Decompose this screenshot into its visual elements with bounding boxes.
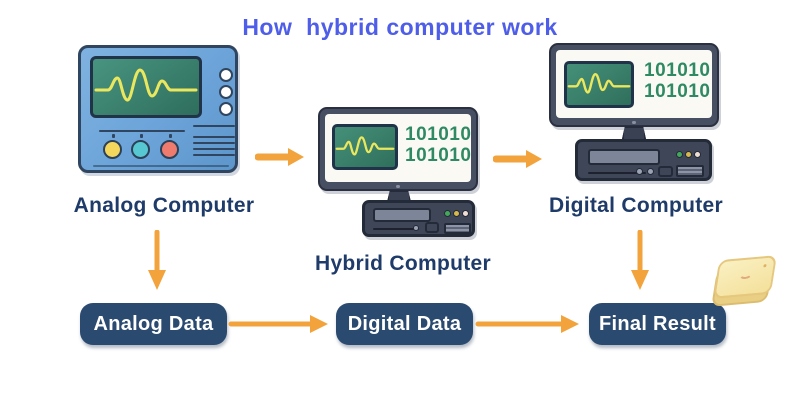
digital-monitor-screen: 101010 101010 <box>556 50 712 118</box>
waveform-icon <box>567 73 631 94</box>
arrow-analog-data-to-digital-data-icon <box>228 315 328 333</box>
hybrid-monitor-illustration: 101010 101010 <box>318 107 478 191</box>
arrow-analog-to-hybrid-icon <box>255 148 304 166</box>
panel-button-icon <box>219 68 233 82</box>
binary-line: 101010 <box>405 145 471 166</box>
eject-dot-icon <box>413 225 419 231</box>
knob-tick <box>169 134 172 138</box>
disk-slot-line <box>588 172 646 174</box>
yellow-led-icon <box>685 151 692 158</box>
digital-monitor-illustration: 101010 101010 <box>549 43 719 127</box>
digital-data-box: Digital Data <box>336 303 473 345</box>
eject-dot-icon <box>647 168 654 175</box>
vent-line <box>193 142 235 144</box>
base-accent-line <box>93 165 229 167</box>
final-result-label: Final Result <box>599 312 716 335</box>
notepad-dot-mark <box>763 264 767 268</box>
hybrid-tower-illustration <box>362 200 475 237</box>
waveform-icon <box>94 68 198 102</box>
digital-computer-label: Digital Computer <box>549 194 723 217</box>
analog-data-label: Analog Data <box>93 312 214 335</box>
analog-computer-illustration <box>78 45 238 173</box>
panel-button-icon <box>219 85 233 99</box>
binary-line: 101010 <box>644 81 711 102</box>
arrow-digital-to-final-result-icon <box>631 230 649 290</box>
final-result-box: Final Result <box>589 303 726 345</box>
power-button-icon <box>694 151 701 158</box>
binary-code-text: 101010 101010 <box>644 60 710 102</box>
page-title: How hybrid computer work <box>242 14 558 40</box>
binary-code-text: 101010 101010 <box>405 124 471 166</box>
binary-line: 101010 <box>644 60 711 81</box>
arrow-analog-to-analog-data-icon <box>148 230 166 290</box>
port-outline <box>658 166 673 177</box>
arrow-hybrid-to-digital-icon <box>493 150 542 168</box>
hybrid-computer-label: Hybrid Computer <box>314 252 491 275</box>
knob-tick <box>112 134 115 138</box>
binary-line: 101010 <box>405 124 471 145</box>
hybrid-waveform-screen <box>332 124 398 170</box>
hybrid-monitor-screen: 101010 101010 <box>325 114 471 182</box>
waveform-icon <box>335 136 395 156</box>
notepad-smile-mark <box>738 269 754 280</box>
monitor-chin-dot <box>396 185 400 188</box>
vent-line <box>193 154 235 156</box>
green-led-icon <box>676 151 683 158</box>
panel-button-icon <box>219 102 233 116</box>
vent-line <box>193 148 235 150</box>
port-outline <box>425 222 439 233</box>
monitor-chin-dot <box>632 121 636 124</box>
vent-grille <box>676 165 704 177</box>
arrow-digital-data-to-final-result-icon <box>475 315 579 333</box>
knob-tick <box>140 134 143 138</box>
analog-computer-label: Analog Computer <box>73 194 255 217</box>
power-button-icon <box>462 210 469 217</box>
digital-tower-illustration <box>575 139 712 181</box>
digital-waveform-screen <box>564 61 634 108</box>
yellow-led-icon <box>453 210 460 217</box>
eject-dot-icon <box>636 168 643 175</box>
digital-data-label: Digital Data <box>347 312 462 335</box>
analog-oscilloscope-screen <box>90 56 202 118</box>
vent-line <box>193 136 235 138</box>
analog-data-box: Analog Data <box>80 303 227 345</box>
drive-slot <box>588 149 660 165</box>
red-knob-icon <box>160 140 179 159</box>
vent-grille <box>444 223 471 234</box>
disk-slot-line <box>373 228 419 230</box>
panel-divider <box>99 130 185 132</box>
cyan-knob-icon <box>131 140 150 159</box>
notepad-icon <box>713 255 777 299</box>
vent-line <box>193 125 235 127</box>
green-led-icon <box>444 210 451 217</box>
yellow-knob-icon <box>103 140 122 159</box>
drive-slot <box>373 208 431 222</box>
digital-monitor-stand <box>622 126 646 139</box>
